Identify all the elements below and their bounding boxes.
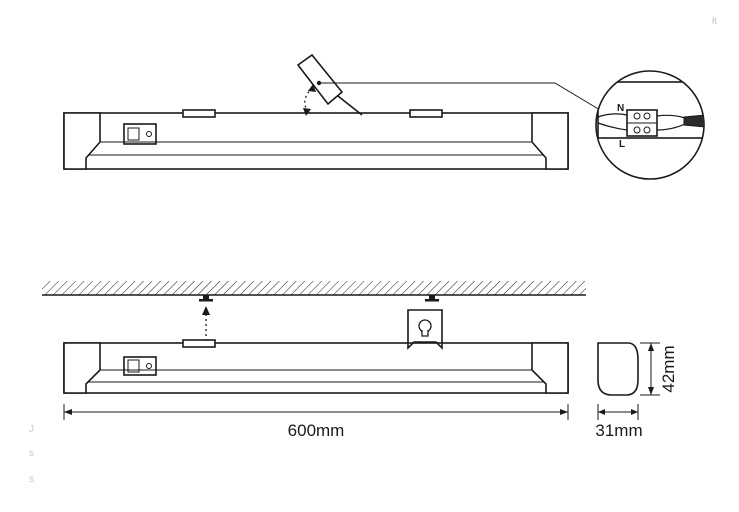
top-left-end-cap	[63, 112, 101, 170]
length-label: 600mm	[288, 421, 345, 440]
tilt-arrow	[303, 84, 316, 116]
faint-mark-left-1: J	[29, 424, 34, 435]
depth-dimension: 31mm	[595, 404, 643, 440]
terminal-l-label: L	[619, 139, 625, 150]
faint-mark-left-3: s	[29, 474, 34, 485]
faint-mark-top-right: łt	[712, 16, 717, 27]
ceiling-screw-left	[199, 295, 213, 302]
height-dimension: 42mm	[640, 342, 678, 396]
faint-mark-left-2: s	[29, 448, 34, 459]
wiring-detail: N L	[595, 70, 705, 180]
bottom-right-end-cap	[531, 342, 569, 394]
ceiling-screw-right	[425, 295, 439, 302]
top-mounting-clip-left	[182, 109, 216, 118]
mount-arrow	[202, 306, 210, 341]
end-profile	[597, 342, 639, 396]
height-label: 42mm	[659, 345, 678, 392]
tilted-cover	[296, 53, 363, 116]
depth-label: 31mm	[595, 421, 642, 440]
length-dimension: 600mm	[63, 404, 569, 440]
bottom-rocker-switch	[123, 356, 157, 376]
top-right-end-cap	[531, 112, 569, 170]
top-fixture	[63, 53, 601, 170]
bottom-left-end-cap	[63, 342, 101, 394]
bottom-fixture	[63, 339, 569, 394]
top-mounting-clip-right	[409, 109, 443, 118]
top-fixture-body	[63, 112, 569, 170]
ceiling	[42, 281, 586, 296]
top-rocker-switch	[123, 123, 157, 145]
keyhole-bracket	[407, 309, 443, 350]
detail-leader-line	[320, 82, 601, 111]
bottom-fixture-body	[63, 342, 569, 394]
terminal-n-label: N	[617, 103, 624, 114]
bottom-mounting-clip	[182, 339, 216, 348]
